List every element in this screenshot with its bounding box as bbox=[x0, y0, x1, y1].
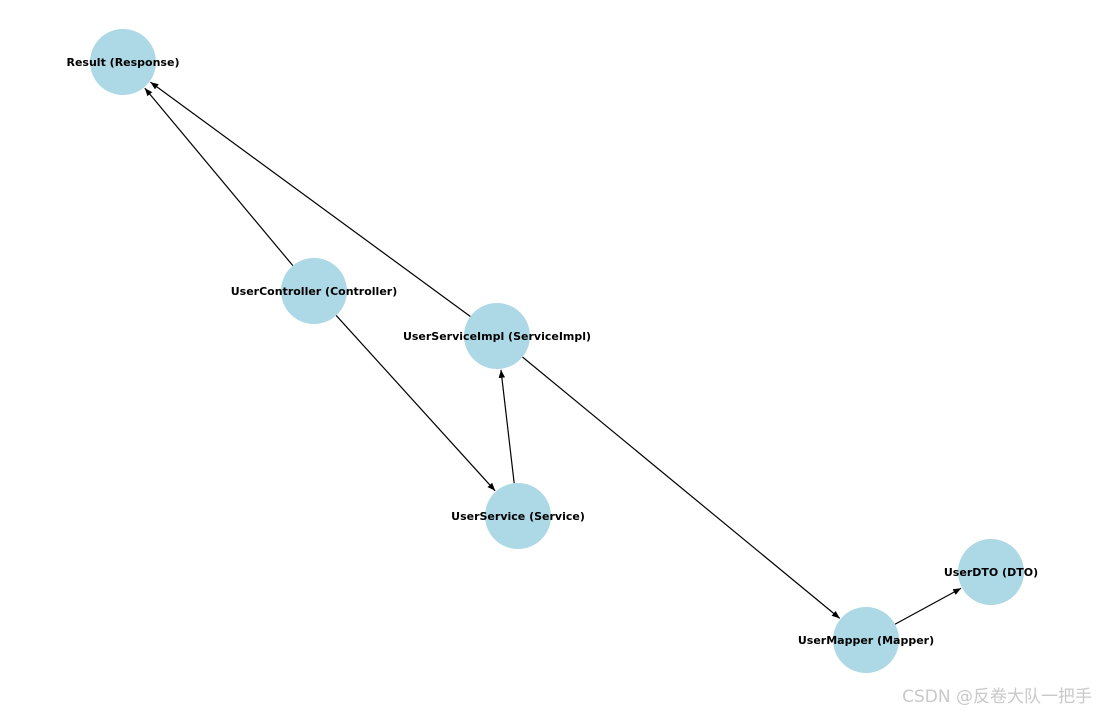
node-label-result: Result (Response) bbox=[67, 56, 180, 69]
watermark-text: CSDN @反卷大队一把手 bbox=[902, 687, 1092, 707]
node-result: Result (Response) bbox=[67, 29, 180, 95]
node-circle-result bbox=[90, 29, 156, 95]
nodes: Result (Response) UserController (Control… bbox=[67, 29, 1038, 673]
node-label-mapper: UserMapper (Mapper) bbox=[798, 634, 934, 647]
node-circle-controller bbox=[281, 258, 347, 324]
node-label-controller: UserController (Controller) bbox=[231, 285, 398, 298]
node-service: UserService (Service) bbox=[451, 483, 585, 549]
node-controller: UserController (Controller) bbox=[231, 258, 398, 324]
node-circle-dto bbox=[958, 539, 1024, 605]
edge-service-to-serviceimpl bbox=[498, 369, 515, 484]
edge-serviceimpl-to-result bbox=[150, 81, 471, 317]
node-dto: UserDTO (DTO) bbox=[944, 539, 1038, 605]
edge-controller-to-service bbox=[335, 315, 496, 492]
edges bbox=[144, 81, 962, 625]
node-circle-serviceimpl bbox=[464, 303, 530, 369]
node-serviceimpl: UserServiceImpl (ServiceImpl) bbox=[403, 303, 591, 369]
node-circle-service bbox=[485, 483, 551, 549]
node-label-service: UserService (Service) bbox=[451, 510, 585, 523]
node-label-serviceimpl: UserServiceImpl (ServiceImpl) bbox=[403, 330, 591, 343]
node-mapper: UserMapper (Mapper) bbox=[798, 607, 934, 673]
edge-serviceimpl-to-mapper bbox=[522, 356, 841, 619]
edge-controller-to-result bbox=[144, 87, 294, 267]
node-label-dto: UserDTO (DTO) bbox=[944, 566, 1038, 579]
edge-mapper-to-dto bbox=[894, 587, 962, 625]
node-circle-mapper bbox=[833, 607, 899, 673]
